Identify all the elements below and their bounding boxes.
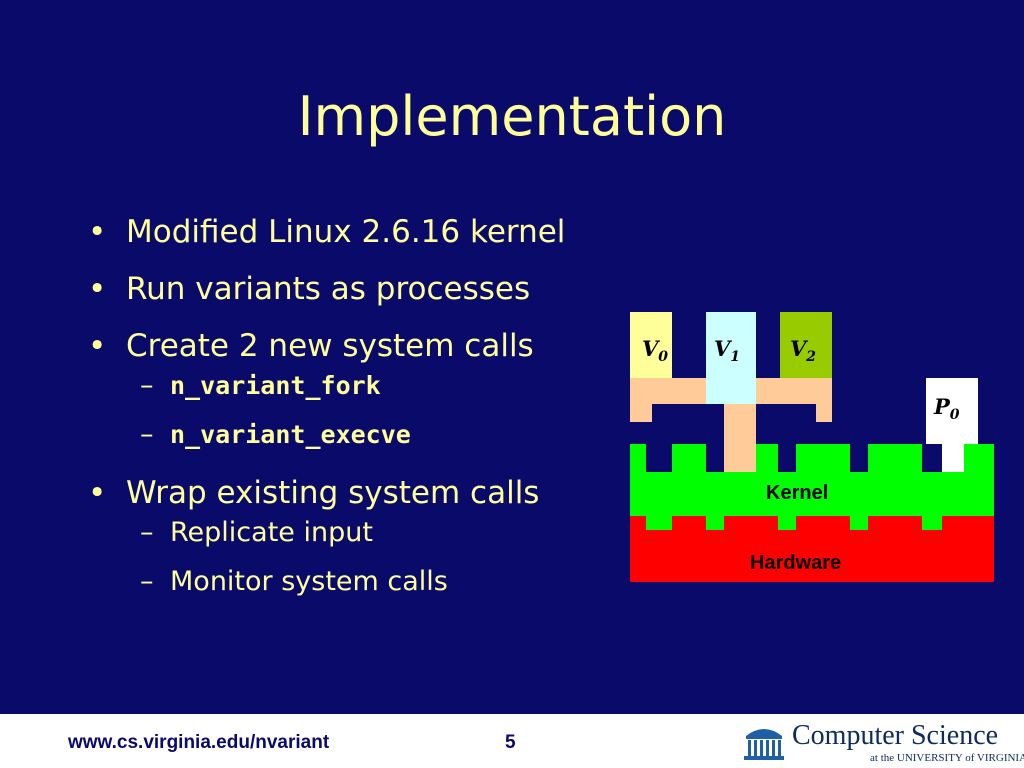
- variant-v2-box: [780, 312, 832, 378]
- hardware-layer: [630, 516, 994, 582]
- bullet-item: Wrap existing system calls Replicate inp…: [88, 473, 565, 600]
- variant-v2-stem: [796, 378, 818, 404]
- bullet-item: Create 2 new system calls n_variant_fork…: [88, 326, 565, 453]
- sub-bullet-item: Monitor system calls: [126, 564, 565, 600]
- process-p0-stem: [942, 444, 964, 472]
- variant-v0-box: [630, 312, 672, 378]
- variant-v0-label: V0: [642, 336, 669, 366]
- sub-bullet-text: Monitor system calls: [170, 566, 448, 597]
- sub-bullet-list: Replicate input Monitor system calls: [126, 515, 565, 600]
- process-p0-box: [926, 378, 978, 444]
- sub-bullet-text: Replicate input: [170, 517, 373, 548]
- kernel-layer: [630, 444, 994, 530]
- syscall-name: n_variant_execve: [170, 420, 411, 449]
- sub-bullet-list: n_variant_fork n_variant_execve: [126, 368, 565, 453]
- process-p0-label: P0: [934, 394, 960, 424]
- page-number: 5: [505, 732, 516, 753]
- variant-v1-label: V1: [714, 336, 741, 366]
- rotunda-icon: [744, 729, 784, 760]
- variant-v1-stem: [724, 404, 756, 472]
- bullet-item: Modified Linux 2.6.16 kernel: [88, 212, 565, 252]
- architecture-diagram: V0 V1 V2 P0 Kernel Hardware: [630, 312, 994, 582]
- bullet-item: Run variants as processes: [88, 269, 565, 309]
- syscall-name: n_variant_fork: [170, 371, 381, 400]
- footer: www.cs.virginia.edu/nvariant 5 Computer …: [0, 714, 1024, 768]
- variant-v2-label: V2: [790, 336, 817, 366]
- bullet-text: Wrap existing system calls: [126, 475, 540, 511]
- logo-subtitle: at the UNIVERSITY of VIRGINIA: [870, 752, 1024, 764]
- architecture-svg: [630, 312, 994, 582]
- footer-url[interactable]: www.cs.virginia.edu/nvariant: [68, 732, 330, 753]
- slide-title: Implementation: [297, 85, 727, 148]
- cs-logo: Computer Science at the UNIVERSITY of VI…: [742, 720, 1024, 766]
- logo-title: Computer Science: [792, 720, 999, 751]
- sub-bullet-item: Replicate input: [126, 515, 565, 551]
- bullet-text: Create 2 new system calls: [126, 328, 534, 364]
- bullet-text: Run variants as processes: [126, 271, 531, 307]
- sub-bullet-item: n_variant_fork: [126, 368, 565, 404]
- kernel-label: Kernel: [766, 482, 829, 504]
- bullet-list: Modified Linux 2.6.16 kernel Run variant…: [88, 212, 565, 617]
- sub-bullet-item: n_variant_execve: [126, 417, 565, 453]
- variant-v1-box: [706, 312, 756, 404]
- hardware-label: Hardware: [750, 552, 842, 574]
- bullet-text: Modified Linux 2.6.16 kernel: [126, 214, 566, 250]
